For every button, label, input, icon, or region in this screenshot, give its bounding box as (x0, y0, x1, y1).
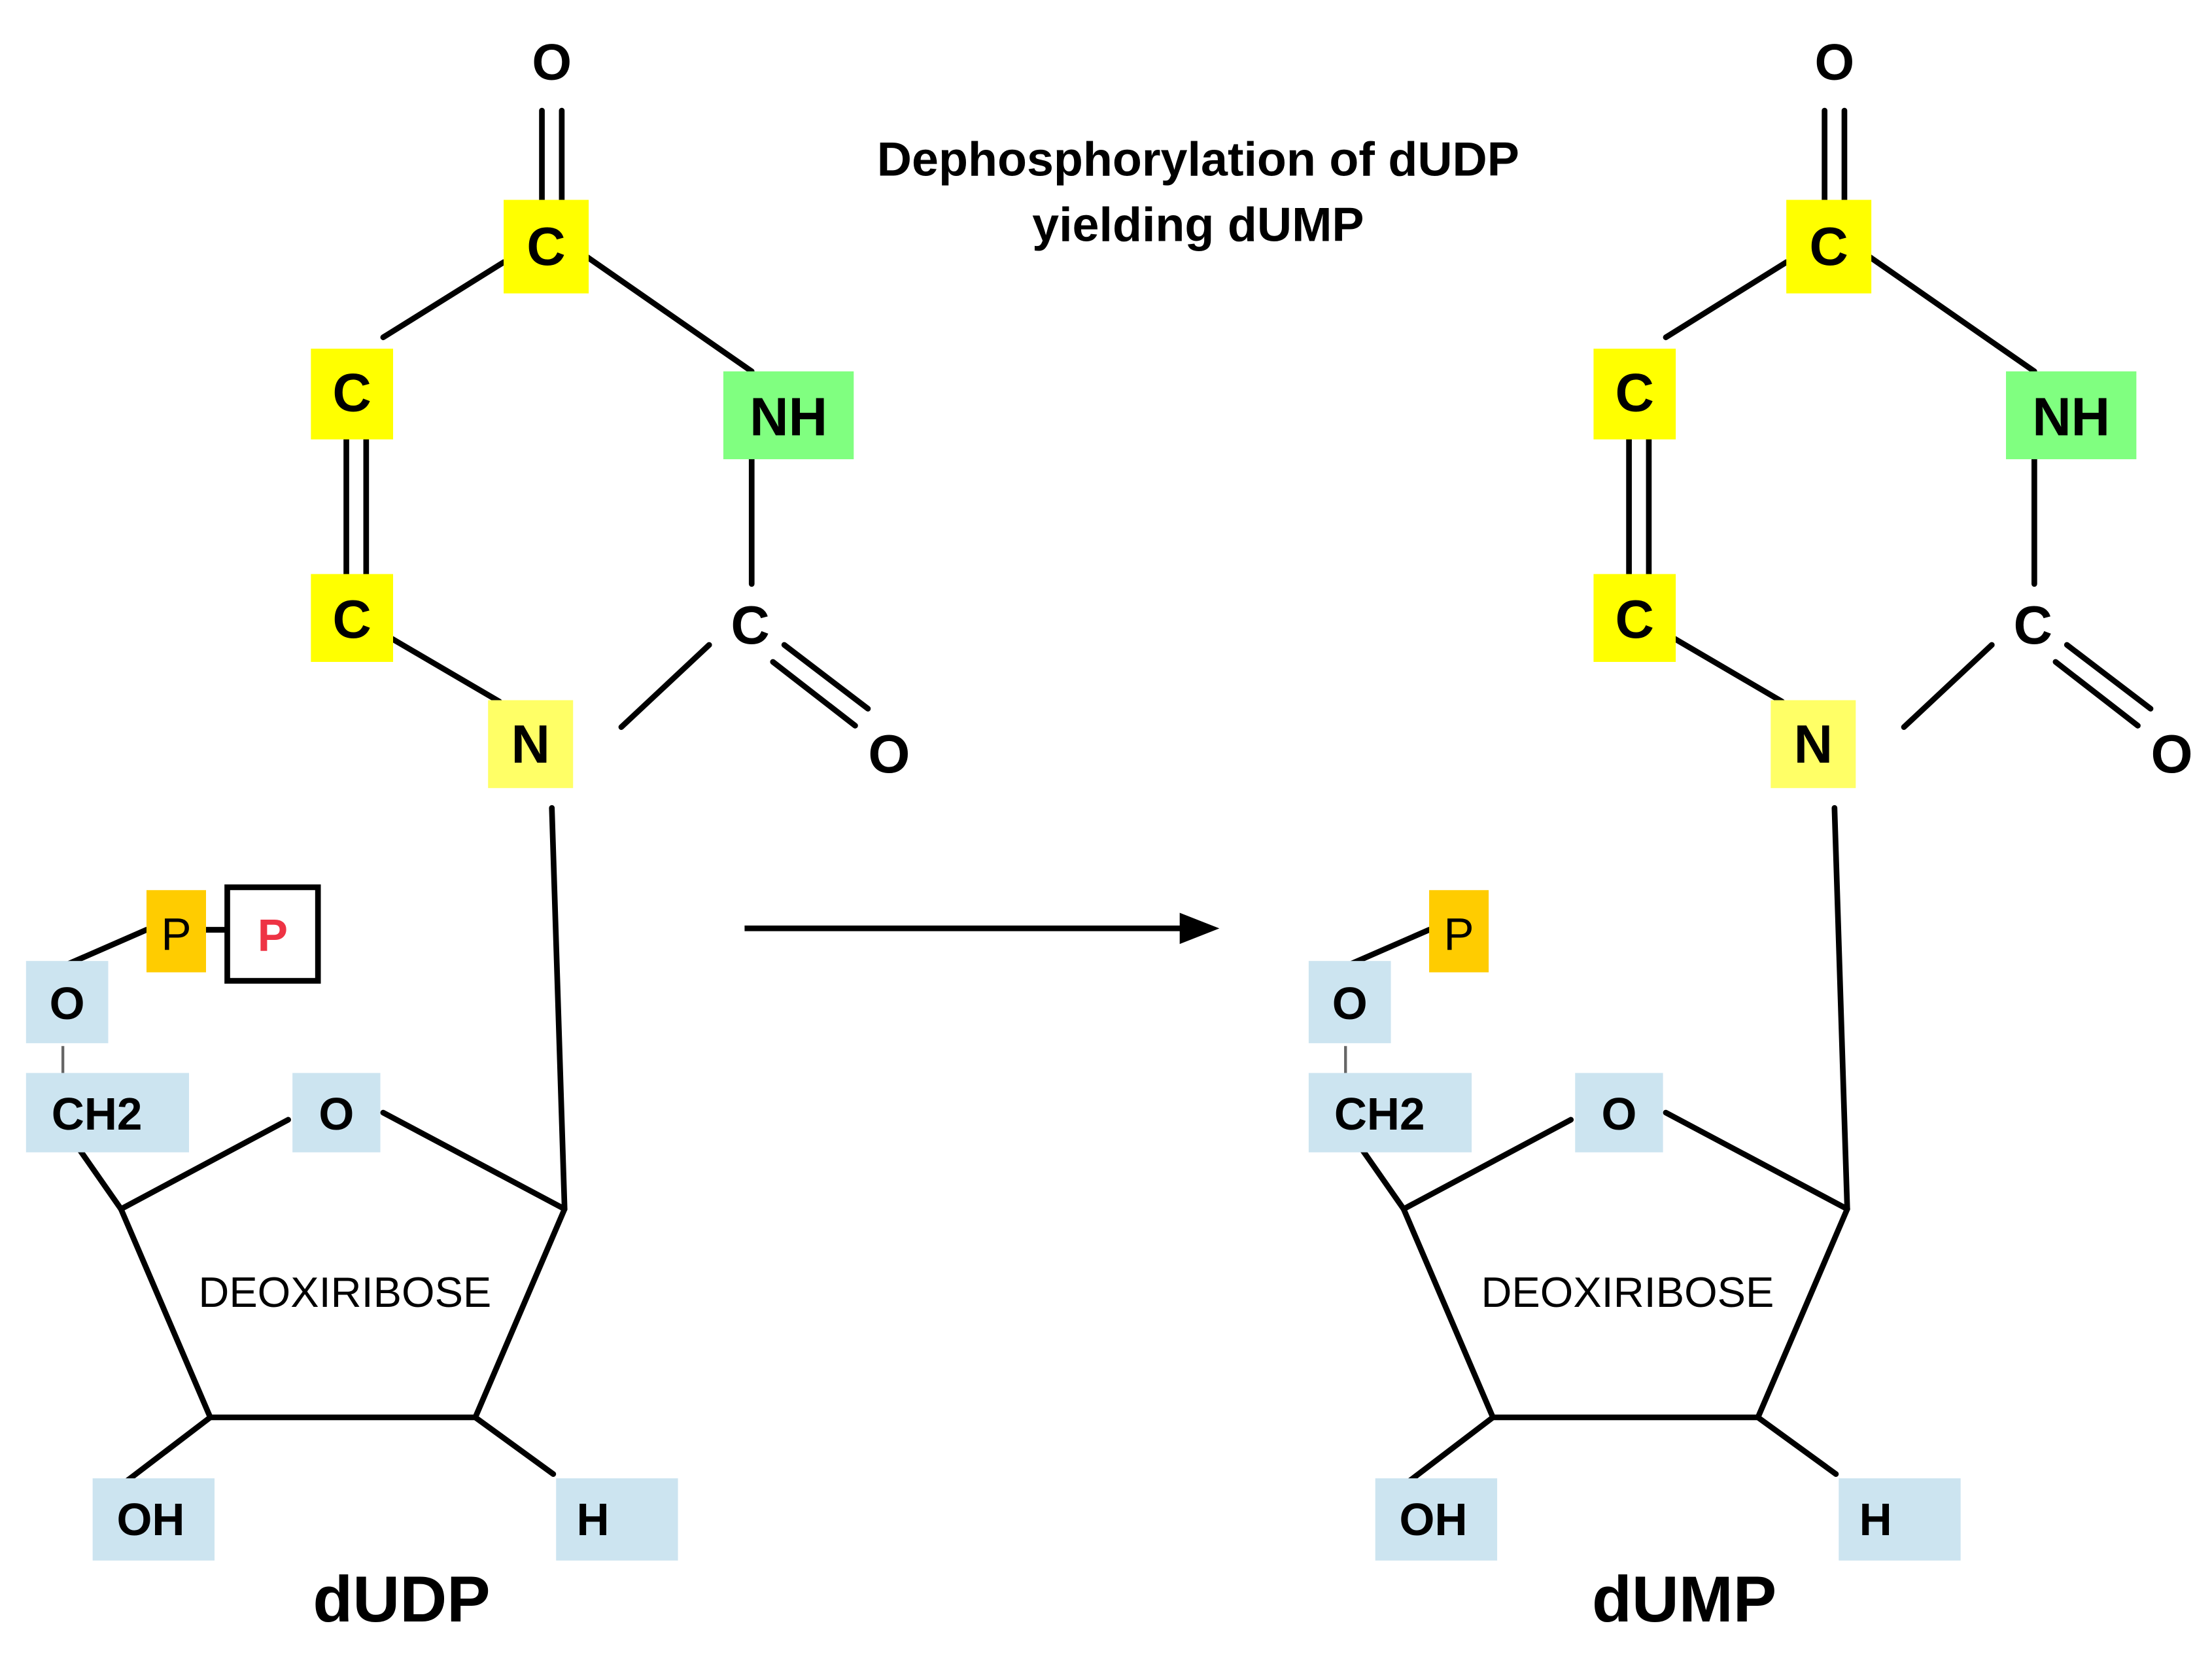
dump-phosphate-box (1429, 890, 1489, 973)
dudp-ch2-label: CH2 (52, 1088, 143, 1139)
dudp-sugar-o-box (292, 1073, 381, 1153)
molecule-dump: O C C C NH C O N P O CH2 O DEOXIRIBOSE O… (1308, 33, 2193, 1636)
dudp-n1-box (488, 700, 574, 788)
dudp-nh-label: NH (750, 387, 827, 447)
dump-h-box (1839, 1478, 1961, 1561)
dudp-ester-o-box (26, 961, 109, 1043)
dump-c2-oxygen: O (2151, 724, 2193, 784)
dudp-bonds (65, 107, 871, 1489)
dudp-molecule-name: dUDP (313, 1563, 490, 1636)
dudp-ch2-box (26, 1073, 189, 1153)
dump-n1-label: N (1794, 714, 1833, 774)
dump-c6-label: C (1616, 589, 1654, 650)
dump-oh-box (1375, 1478, 1498, 1561)
dump-h-label: H (1859, 1494, 1892, 1545)
dump-sugar-o-label: O (1601, 1088, 1636, 1139)
dump-phosphate-label: P (1443, 909, 1474, 960)
dudp-c2-oxygen: O (868, 724, 910, 784)
dump-nh-box (2006, 371, 2137, 460)
dump-nh-label: NH (2032, 387, 2110, 447)
dump-c2-label: C (2013, 595, 2052, 655)
dump-ch2-label: CH2 (1334, 1088, 1425, 1139)
dump-top-oxygen: O (1814, 33, 1854, 90)
dump-ester-o-box (1308, 961, 1391, 1043)
diagram-title-line-2: yielding dUMP (1032, 197, 1364, 251)
dudp-oh-label: OH (116, 1494, 184, 1545)
dudp-c4-label: C (527, 217, 565, 277)
dump-oh-label: OH (1400, 1494, 1468, 1545)
reaction-arrow (744, 912, 1220, 945)
dudp-nh-box (723, 371, 854, 460)
dump-sugar-name: DEOXIRIBOSE (1481, 1268, 1774, 1316)
dudp-h-box (556, 1478, 678, 1561)
dudp-sugar-o-label: O (319, 1088, 354, 1139)
molecule-dudp: O C C C NH C O N P P O CH2 O DEOXIRIBOSE… (26, 33, 910, 1636)
dump-molecule-name: dUMP (1592, 1563, 1776, 1636)
dudp-c6-box (311, 574, 394, 662)
dudp-n1-label: N (511, 714, 549, 774)
dudp-c5-label: C (332, 362, 371, 423)
dudp-removed-phosphate-label: P (258, 910, 288, 961)
dump-c4-box (1786, 199, 1872, 294)
dudp-removed-phosphate-box (224, 884, 321, 984)
dudp-oh-box (92, 1478, 215, 1561)
dump-c6-box (1593, 574, 1676, 662)
dudp-c4-box (504, 199, 589, 294)
dump-c4-label: C (1809, 217, 1848, 277)
dump-bonds (1348, 107, 2154, 1489)
dump-c5-box (1593, 349, 1676, 440)
dudp-top-oxygen: O (532, 33, 572, 90)
dudp-sugar-name: DEOXIRIBOSE (198, 1268, 491, 1316)
dudp-phosphate-box (146, 890, 206, 973)
dump-sugar-o-box (1575, 1073, 1663, 1153)
dudp-c5-box (311, 349, 394, 440)
dudp-h-label: H (577, 1494, 610, 1545)
dump-c5-label: C (1616, 362, 1654, 423)
dudp-phosphate-label: P (161, 909, 191, 960)
dudp-ester-o-label: O (50, 978, 85, 1029)
dump-ester-o-label: O (1332, 978, 1368, 1029)
dudp-c2-label: C (731, 595, 769, 655)
dump-n1-box (1771, 700, 1856, 788)
dudp-c6-label: C (332, 589, 371, 650)
dump-ch2-box (1308, 1073, 1472, 1153)
diagram-title-line-1: Dephosphorylation of dUDP (877, 132, 1519, 186)
